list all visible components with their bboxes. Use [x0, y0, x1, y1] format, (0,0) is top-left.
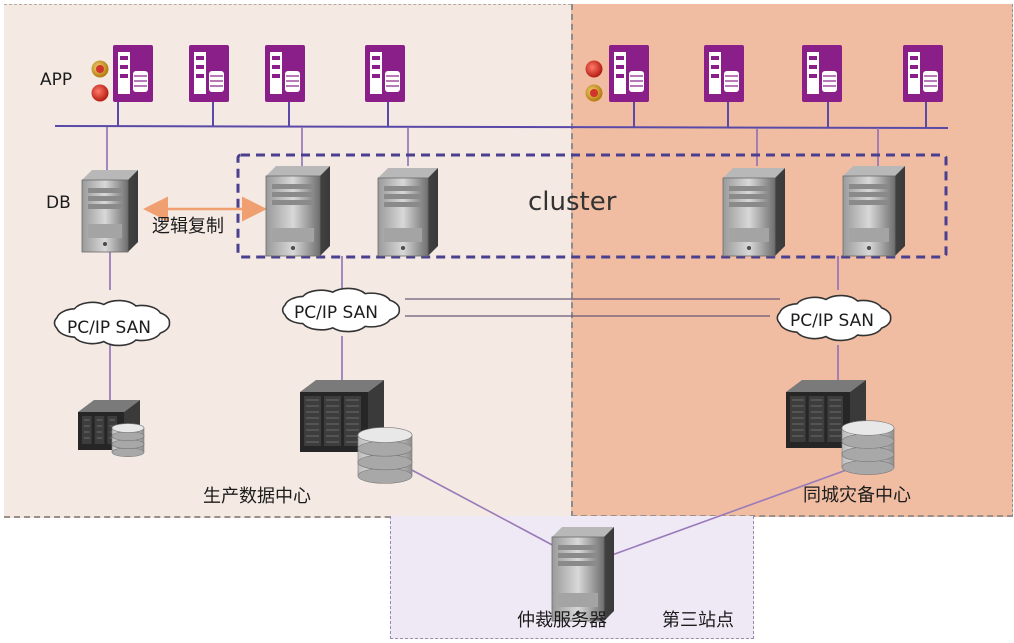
storage-rack-icon [78, 400, 145, 457]
app-network-bus [54, 125, 949, 129]
traffic-light-icon [585, 60, 603, 102]
storage-rack-icon [786, 380, 895, 475]
app-server-icon [189, 45, 229, 102]
replication-links [405, 298, 780, 317]
third-site-label: 第三站点 [662, 610, 734, 631]
server-links [106, 127, 879, 400]
production-datacenter-label: 生产数据中心 [203, 486, 311, 507]
cluster-server-icon [842, 166, 905, 257]
app-server-icon [265, 45, 305, 102]
dr-datacenter-label: 同城灾备中心 [803, 485, 911, 506]
cluster-label: cluster [528, 187, 617, 217]
db-label: DB [46, 193, 71, 213]
san-label-left: PC/IP SAN [67, 318, 151, 338]
network-lines [54, 102, 949, 129]
san-label-middle: PC/IP SAN [294, 303, 378, 323]
app-server-icon [903, 45, 943, 102]
cluster-server-icon [377, 168, 438, 257]
app-server-icon [609, 45, 649, 102]
cluster-server-icon [722, 168, 785, 257]
san-cloud-icon [53, 299, 171, 347]
db-server-icon [81, 170, 138, 253]
arbitration-server-icon [551, 527, 614, 622]
san-cloud-icon [281, 287, 401, 333]
traffic-light-icon [91, 60, 109, 102]
app-server-icon [704, 45, 744, 102]
cluster-server-icon [265, 166, 330, 257]
app-server-icon [113, 45, 153, 102]
arbitration-links [407, 467, 853, 556]
replication-label: 逻辑复制 [152, 216, 224, 237]
san-cloud-icon [776, 294, 892, 342]
arbitration-server-label: 仲裁服务器 [517, 610, 607, 631]
app-server-icon [365, 45, 405, 102]
app-server-icon [802, 45, 842, 102]
storage-rack-icon [300, 380, 413, 484]
san-label-right: PC/IP SAN [790, 311, 874, 331]
app-label: APP [40, 70, 73, 90]
